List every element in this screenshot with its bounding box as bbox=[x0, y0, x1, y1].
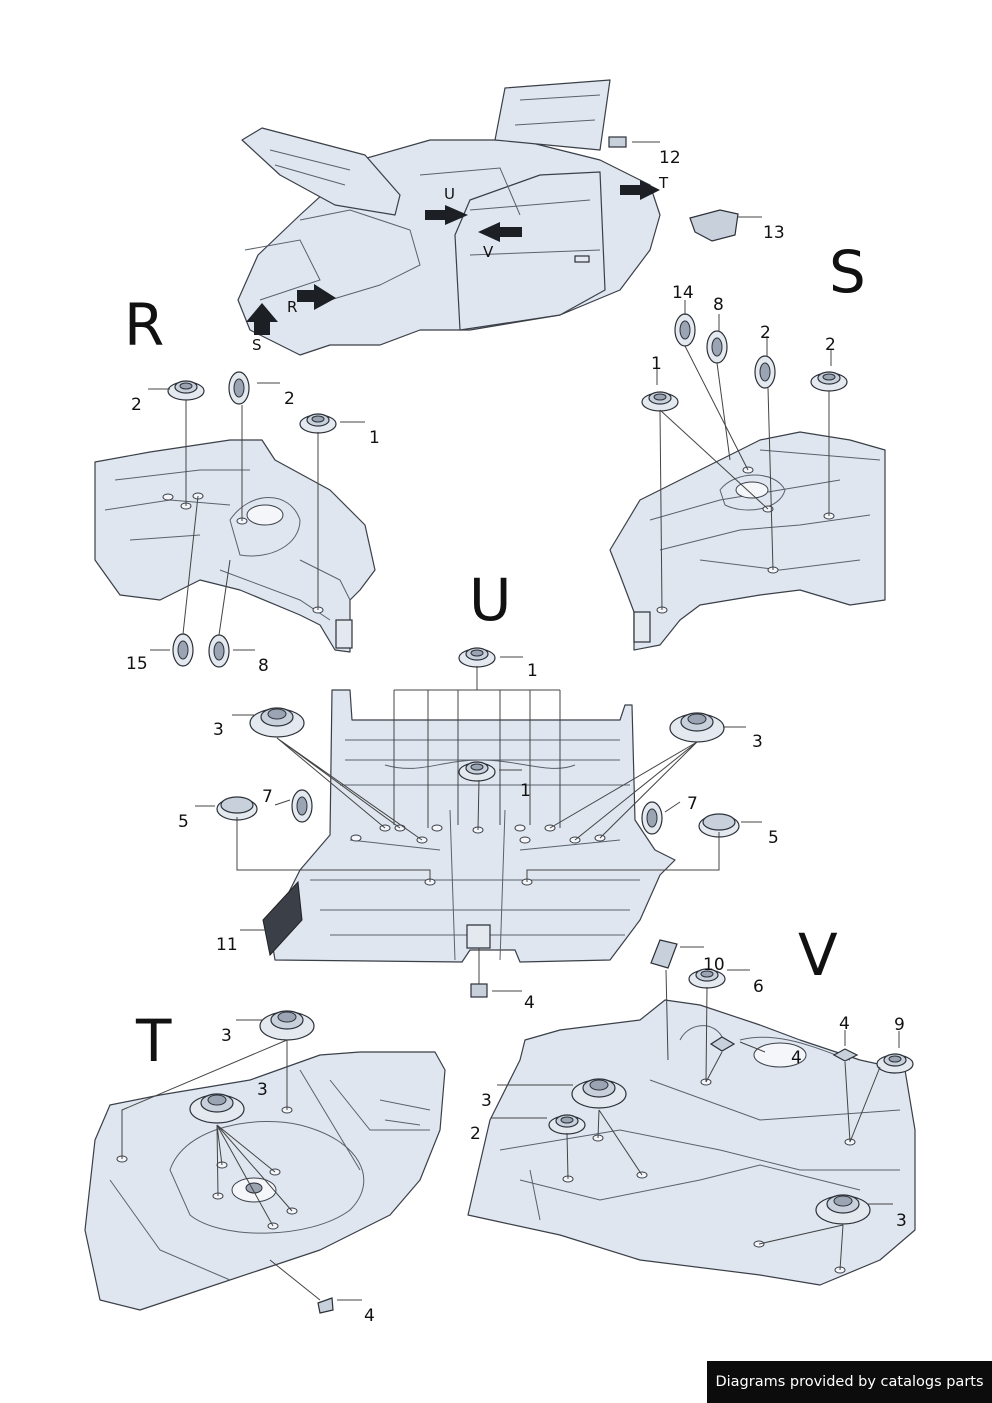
part-11-pad bbox=[262, 880, 303, 957]
callout-r-8: 8 bbox=[258, 656, 269, 676]
arrow-label-r: R bbox=[287, 298, 297, 316]
part-4-diamond-b bbox=[832, 1048, 859, 1062]
callout-v-4a: 4 bbox=[791, 1048, 802, 1068]
callout-v-6: 6 bbox=[753, 977, 764, 997]
callout-u-11: 11 bbox=[216, 935, 238, 955]
part-4-pad-t bbox=[317, 1297, 334, 1314]
callout-r-2b: 2 bbox=[284, 389, 295, 409]
part-12-pad bbox=[608, 136, 627, 148]
part-4-diamond-a bbox=[709, 1036, 736, 1052]
arrow-label-t: T bbox=[658, 174, 669, 192]
arrow-label-v: V bbox=[483, 243, 494, 261]
callout-t-4: 4 bbox=[364, 1306, 375, 1326]
callout-r-15: 15 bbox=[126, 654, 148, 674]
callout-u-7a: 7 bbox=[262, 787, 273, 807]
callout-u-5a: 5 bbox=[178, 812, 189, 832]
callout-s-14: 14 bbox=[672, 283, 694, 303]
view-label-u: U bbox=[469, 566, 511, 634]
callout-v-2: 2 bbox=[470, 1124, 481, 1144]
view-label-s: S bbox=[829, 238, 866, 306]
callout-r-2a: 2 bbox=[131, 395, 142, 415]
arrow-label-s: S bbox=[252, 336, 262, 354]
callout-t-3a: 3 bbox=[221, 1026, 232, 1046]
view-label-t: T bbox=[135, 1007, 172, 1075]
callout-u-4: 4 bbox=[524, 993, 535, 1013]
callout-u-5b: 5 bbox=[768, 828, 779, 848]
callout-u-1b: 1 bbox=[520, 781, 531, 801]
callout-v-9: 9 bbox=[894, 1015, 905, 1035]
view-t: T 3 3 4 bbox=[84, 1007, 446, 1326]
view-label-r: R bbox=[124, 291, 164, 359]
callout-u-3a: 3 bbox=[213, 720, 224, 740]
part-13-insulation bbox=[689, 209, 739, 242]
callout-u-7b: 7 bbox=[687, 794, 698, 814]
view-r: R 2 2 1 15 8 bbox=[94, 291, 380, 676]
callout-s-2a: 2 bbox=[760, 323, 771, 343]
callout-v-10: 10 bbox=[703, 955, 725, 975]
arrow-label-u: U bbox=[444, 185, 455, 203]
car-overview: U V R S T 12 13 bbox=[237, 79, 785, 356]
callout-v-3a: 3 bbox=[481, 1091, 492, 1111]
view-s: S 14 8 1 2 2 bbox=[609, 238, 886, 651]
callout-r-1: 1 bbox=[369, 428, 380, 448]
callout-u-3b: 3 bbox=[752, 732, 763, 752]
part-10-pad bbox=[650, 939, 678, 969]
callout-v-4b: 4 bbox=[839, 1014, 850, 1034]
callout-s-2b: 2 bbox=[825, 335, 836, 355]
view-v: V 10 6 4 4 9 3 2 3 bbox=[467, 921, 916, 1286]
tailgate bbox=[494, 79, 611, 151]
callout-u-1a: 1 bbox=[527, 661, 538, 681]
callout-12: 12 bbox=[659, 148, 681, 168]
callout-13: 13 bbox=[763, 223, 785, 243]
callout-s-1: 1 bbox=[651, 354, 662, 374]
part-4-pad-u bbox=[470, 983, 488, 998]
callout-t-3b: 3 bbox=[257, 1080, 268, 1100]
hood bbox=[241, 127, 401, 216]
credit-banner: Diagrams provided by catalogs parts bbox=[707, 1361, 992, 1403]
view-u: U bbox=[178, 566, 779, 1013]
callout-s-8: 8 bbox=[713, 295, 724, 315]
rear-door bbox=[454, 171, 606, 331]
callout-v-3b: 3 bbox=[896, 1211, 907, 1231]
view-label-v: V bbox=[798, 921, 838, 989]
